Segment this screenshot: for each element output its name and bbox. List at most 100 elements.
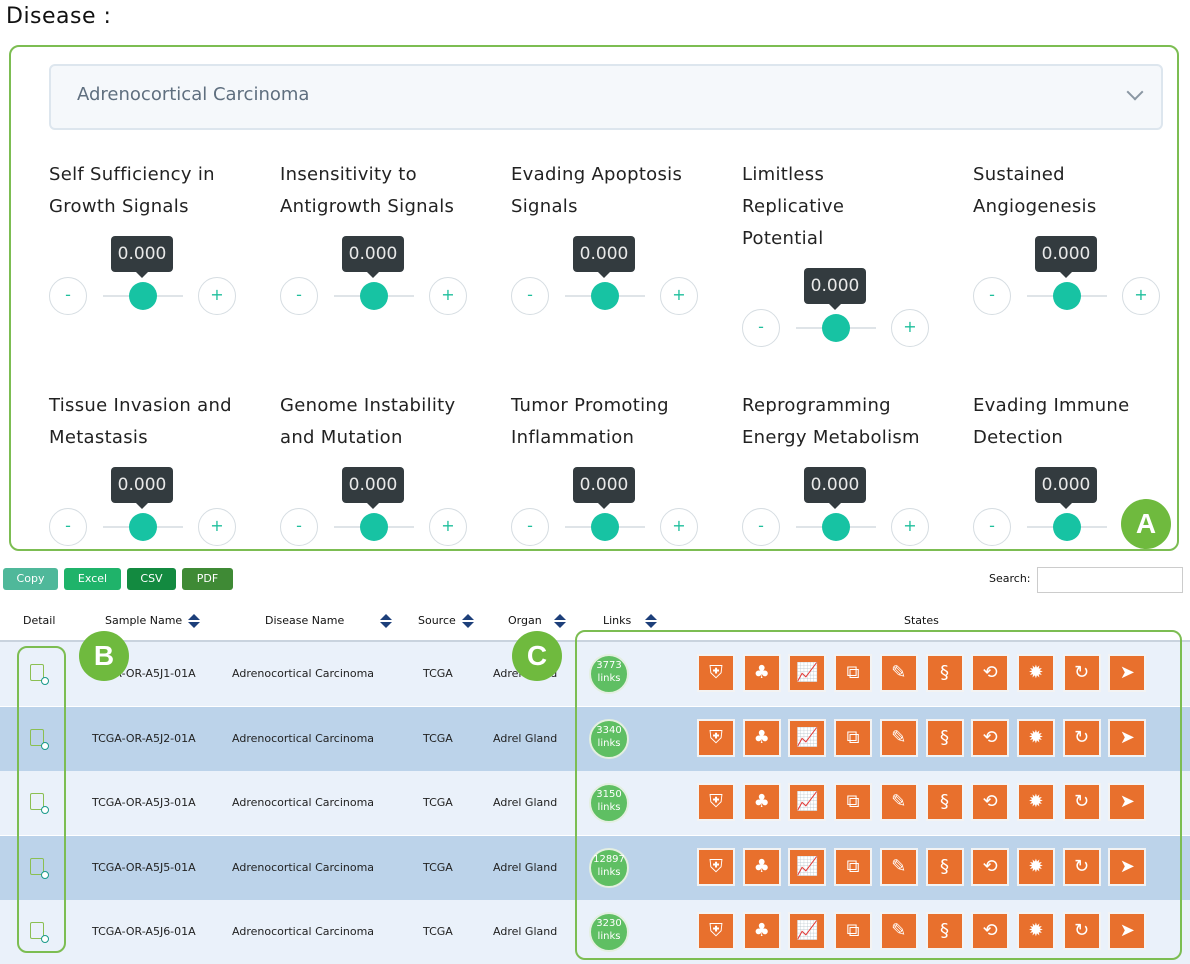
hallmark-label: Tumor PromotingInflammation — [511, 390, 669, 454]
slider-handle[interactable] — [360, 513, 388, 541]
hallmark-card: SustainedAngiogenesis0.000-+ — [973, 159, 1190, 359]
source-cell: TCGA — [423, 925, 453, 938]
hallmark-label: Self Sufficiency inGrowth Signals — [49, 159, 215, 223]
hallmark-label: SustainedAngiogenesis — [973, 159, 1097, 223]
hallmark-label-line: Potential — [742, 223, 844, 255]
disease-name-cell: Adrenocortical Carcinoma — [232, 925, 374, 938]
slider-handle[interactable] — [822, 513, 850, 541]
hallmark-label-line: Replicative — [742, 191, 844, 223]
disease-select[interactable]: Adrenocortical Carcinoma — [49, 64, 1163, 130]
slider-value-tooltip: 0.000 — [804, 467, 866, 503]
slider-handle[interactable] — [591, 282, 619, 310]
disease-label: Disease : — [6, 4, 111, 29]
hallmark-label-line: Evading Immune — [973, 390, 1130, 422]
decrement-button[interactable]: - — [973, 277, 1011, 315]
decrement-button[interactable]: - — [742, 508, 780, 546]
decrement-button[interactable]: - — [742, 309, 780, 347]
search-input[interactable] — [1037, 567, 1183, 593]
hallmark-label-line: Evading Apoptosis — [511, 159, 682, 191]
hallmark-label-line: Growth Signals — [49, 191, 215, 223]
header-sample-label: Sample Name — [105, 614, 182, 627]
decrement-button[interactable]: - — [280, 277, 318, 315]
source-cell: TCGA — [423, 796, 453, 809]
increment-button[interactable]: + — [198, 508, 236, 546]
hallmark-label-line: Sustained — [973, 159, 1097, 191]
sort-icon — [554, 614, 564, 628]
hallmark-label-line: Limitless — [742, 159, 844, 191]
hallmark-label: Insensitivity toAntigrowth Signals — [280, 159, 454, 223]
increment-button[interactable]: + — [660, 277, 698, 315]
hallmark-slider: 0.000-+ — [973, 236, 1163, 316]
source-cell: TCGA — [423, 732, 453, 745]
hallmark-label: Evading ImmuneDetection — [973, 390, 1130, 454]
hallmark-slider: 0.000- + — [742, 467, 932, 547]
excel-export-button[interactable]: Excel — [64, 568, 121, 590]
slider-handle[interactable] — [1053, 513, 1081, 541]
header-detail[interactable]: Detail — [23, 614, 55, 627]
hallmark-label-line: and Mutation — [280, 422, 456, 454]
decrement-button[interactable]: - — [280, 508, 318, 546]
hallmark-card: Tumor PromotingInflammation0.000-+ — [511, 390, 731, 590]
chevron-down-icon — [1127, 84, 1144, 101]
hallmark-label-line: Tissue Invasion and — [49, 390, 232, 422]
hallmark-label-line: Angiogenesis — [973, 191, 1097, 223]
detail-column-highlight — [17, 646, 66, 953]
pdf-export-button[interactable]: PDF — [182, 568, 233, 590]
decrement-button[interactable]: - — [49, 508, 87, 546]
slider-handle[interactable] — [822, 314, 850, 342]
organ-cell: Adrel Gland — [493, 861, 557, 874]
slider-handle[interactable] — [591, 513, 619, 541]
disease-select-value: Adrenocortical Carcinoma — [77, 84, 309, 105]
header-disease-label: Disease Name — [265, 614, 344, 627]
disease-name-cell: Adrenocortical Carcinoma — [232, 796, 374, 809]
header-organ[interactable]: Organ — [508, 614, 564, 628]
source-cell: TCGA — [423, 861, 453, 874]
source-cell: TCGA — [423, 667, 453, 680]
slider-handle[interactable] — [1053, 282, 1081, 310]
increment-button[interactable]: + — [198, 277, 236, 315]
header-links-label: Links — [603, 614, 631, 627]
slider-value-tooltip: 0.000 — [111, 236, 173, 272]
sample-name-cell: TCGA-OR-A5J5-01A — [92, 861, 196, 874]
hallmark-slider: 0.000- + — [49, 467, 239, 547]
slider-value-tooltip: 0.000 — [111, 467, 173, 503]
decrement-button[interactable]: - — [973, 508, 1011, 546]
slider-handle[interactable] — [360, 282, 388, 310]
hallmark-card: Evading ApoptosisSignals0.000-+ — [511, 159, 731, 359]
sample-name-cell: TCGA-OR-A5J3-01A — [92, 796, 196, 809]
hallmark-label: Genome Instabilityand Mutation — [280, 390, 456, 454]
hallmark-slider: 0.000-+ — [511, 236, 701, 316]
slider-handle[interactable] — [129, 282, 157, 310]
decrement-button[interactable]: - — [511, 508, 549, 546]
hallmark-slider: 0.000- + — [280, 467, 470, 547]
increment-button[interactable]: + — [429, 508, 467, 546]
hallmark-label-line: Insensitivity to — [280, 159, 454, 191]
decrement-button[interactable]: - — [49, 277, 87, 315]
header-sample-name[interactable]: Sample Name — [105, 614, 198, 628]
slider-value-tooltip: 0.000 — [1035, 467, 1097, 503]
csv-export-button[interactable]: CSV — [127, 568, 176, 590]
sort-icon — [380, 614, 390, 628]
hallmark-panel: Adrenocortical Carcinoma Self Sufficienc… — [9, 45, 1179, 551]
increment-button[interactable]: + — [429, 277, 467, 315]
slider-value-tooltip: 0.000 — [342, 467, 404, 503]
copy-export-button[interactable]: Copy — [3, 568, 58, 590]
header-disease-name[interactable]: Disease Name — [265, 614, 390, 628]
hallmark-card: Genome Instabilityand Mutation 0.000- + — [280, 390, 500, 590]
hallmark-card: Insensitivity toAntigrowth Signals0.000-… — [280, 159, 500, 359]
header-links[interactable]: Links — [603, 614, 655, 628]
increment-button[interactable]: + — [891, 508, 929, 546]
slider-handle[interactable] — [129, 513, 157, 541]
increment-button[interactable]: + — [891, 309, 929, 347]
hallmark-label-line: Detection — [973, 422, 1130, 454]
decrement-button[interactable]: - — [511, 277, 549, 315]
organ-cell: Adrel Gland — [493, 925, 557, 938]
header-source[interactable]: Source — [418, 614, 472, 628]
hallmark-card: LimitlessReplicativePotential0.000-+ — [742, 159, 962, 359]
increment-button[interactable]: + — [660, 508, 698, 546]
hallmark-label-line: Signals — [511, 191, 682, 223]
sample-name-cell: TCGA-OR-A5J2-01A — [92, 732, 196, 745]
increment-button[interactable]: + — [1122, 277, 1160, 315]
hallmark-label: Tissue Invasion andMetastasis — [49, 390, 232, 454]
hallmark-card: ReprogrammingEnergy Metabolism0.000-+ — [742, 390, 962, 590]
